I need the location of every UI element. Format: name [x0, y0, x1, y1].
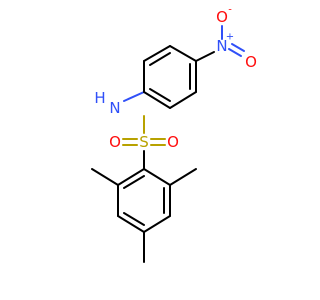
amide-nitrogen-atom: N [109, 99, 120, 117]
ring-double-bond-inner [149, 88, 171, 102]
nitro-oxygen-atom-right: O [245, 53, 257, 71]
methyl-right-bond [169, 168, 197, 186]
nitro-oxygen-charge: - [228, 5, 232, 16]
n-o-double-bond [231, 43, 245, 52]
nitro-nitrogen-charge: + [226, 32, 234, 43]
ring-bond [143, 168, 171, 186]
sulfur-atom: S [139, 133, 149, 151]
ring-double-bond-inner [123, 175, 145, 189]
ring-double-bond-inner [123, 212, 145, 226]
n-aryl-bond [123, 91, 145, 102]
aryl-nitro-bond [195, 51, 215, 62]
nitro-oxygen-atom-top: O [216, 8, 228, 26]
nitro-nitrogen-atom: N [216, 37, 227, 55]
ring-bond [169, 91, 197, 109]
molecule-structure: S O O N H N + O - O [91, 5, 257, 263]
ring-bond [143, 45, 171, 62]
nitro-group [195, 25, 245, 62]
mesityl-ring [117, 168, 171, 233]
ring-bond [117, 215, 145, 233]
ring-bond [169, 45, 197, 62]
methyl-left-bond [91, 168, 119, 186]
n-o-double-bond [228, 48, 242, 57]
amide-hydrogen-atom: H [94, 89, 105, 107]
oxygen-atom-left: O [109, 133, 121, 151]
ring-bond [143, 215, 171, 233]
ring-bond [143, 91, 171, 109]
ring-bond [117, 168, 145, 186]
methyl-groups [91, 168, 197, 263]
sulfonyl-group [122, 115, 166, 170]
ring-double-bond-inner [149, 52, 171, 66]
nitrophenyl-ring [143, 45, 197, 109]
oxygen-atom-right: O [167, 133, 179, 151]
